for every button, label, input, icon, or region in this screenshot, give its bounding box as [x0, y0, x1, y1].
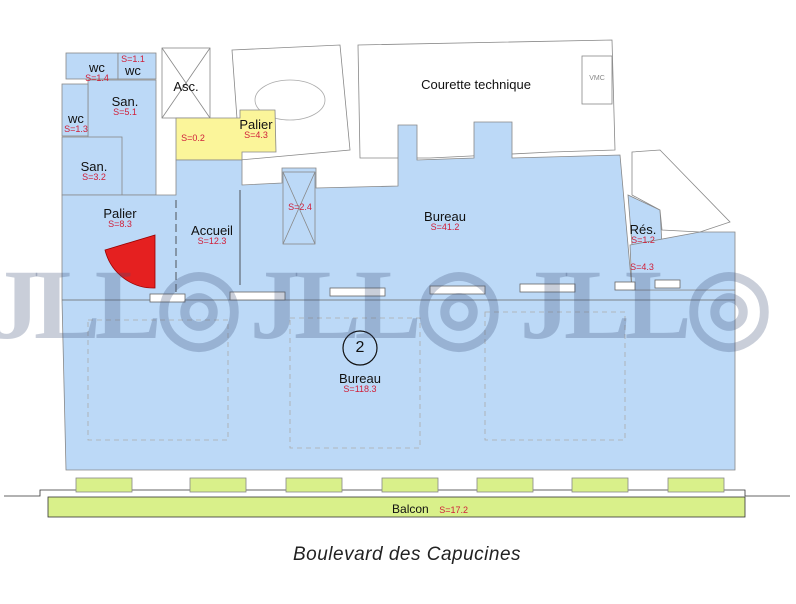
- door-swing: [104, 234, 156, 289]
- street-name: Boulevard des Capucines: [292, 544, 522, 565]
- stairwell-curve: [631, 149, 731, 233]
- room-balcon: Balcon S=17.2: [392, 502, 468, 516]
- room-asc: Asc.: [173, 79, 199, 94]
- room-shaft: S=2.4: [288, 202, 312, 212]
- watermark-logo: JLL◎: [520, 249, 773, 360]
- balcony: [47, 496, 746, 518]
- wc3-room: [61, 83, 89, 137]
- room-san1: San.S=5.1: [111, 94, 139, 117]
- san2-room: [61, 136, 123, 196]
- wc1-room: [65, 52, 119, 80]
- wc2-room: [117, 52, 157, 80]
- room-courette: Courette technique: [421, 77, 531, 92]
- vmc-box: [581, 55, 613, 105]
- watermark-logo: JLL◎: [250, 249, 503, 360]
- courette-area: [357, 39, 616, 159]
- office-upper: [61, 121, 736, 471]
- room-res: Rés.S=1.2: [629, 222, 657, 245]
- room-corridor: S=4.3: [630, 262, 654, 272]
- room-palier-small: S=0.2: [181, 133, 205, 143]
- room-san2: San.S=3.2: [80, 159, 108, 182]
- watermark-logo: JLL◎: [0, 249, 243, 360]
- floor-number: 2: [355, 339, 365, 356]
- vmc-label: VMC: [589, 75, 605, 82]
- floor-number-circle: [342, 330, 378, 366]
